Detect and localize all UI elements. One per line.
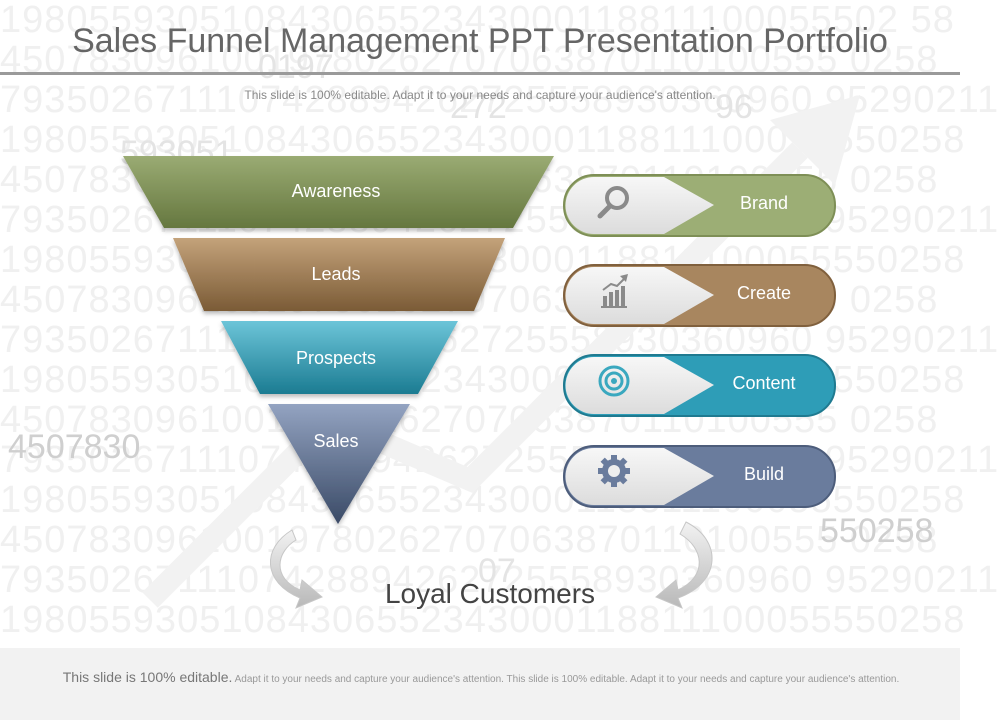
funnel-label-awareness: Awareness — [291, 181, 381, 201]
pill-content-text-area: Content — [566, 355, 834, 413]
loyal-customers-label: Loyal Customers — [384, 578, 596, 609]
background-number: 0197 — [258, 48, 334, 86]
funnel-label-leads: Leads — [311, 264, 361, 284]
slide-subtitle: This slide is 100% editable. Adapt it to… — [244, 88, 716, 102]
pill-build-text-area: Build — [566, 446, 834, 504]
slide-title: Sales Funnel Management PPT Presentation… — [72, 22, 888, 60]
magnifier-icon — [597, 186, 629, 219]
target-icon — [598, 365, 630, 397]
right-loop-arrow — [655, 521, 713, 609]
footer-bar: This slide is 100% editable. Adapt it to… — [0, 648, 960, 720]
left-loop-arrow — [269, 529, 323, 609]
title-divider — [0, 72, 960, 75]
funnel-label-prospects: Prospects — [295, 348, 377, 368]
pill-label-brand: Brand — [739, 193, 789, 213]
pill-brand-text-area: Brand — [566, 175, 834, 233]
pill-label-create: Create — [736, 283, 792, 303]
pill-label-build: Build — [743, 464, 785, 484]
funnel-segment-sales — [268, 404, 410, 524]
background-number: 07 — [478, 552, 516, 590]
bar-chart-growth-icon — [601, 274, 628, 308]
background-number: 550258 — [820, 512, 934, 550]
funnel-segment-awareness — [123, 156, 554, 228]
pill-label-content: Content — [732, 373, 796, 393]
pill-brand — [563, 174, 836, 237]
pill-create-text-area: Create — [566, 265, 834, 323]
background-number: 4507830 — [8, 428, 141, 466]
funnel-label-sales: Sales — [313, 431, 359, 451]
pill-create — [563, 264, 836, 327]
footer-text: This slide is 100% editable. Adapt it to… — [36, 670, 926, 687]
footer-body: Adapt it to your needs and capture your … — [234, 674, 900, 685]
gear-icon — [598, 455, 630, 487]
background-trend-arrowhead — [770, 95, 860, 185]
funnel-segment-prospects — [221, 321, 458, 394]
background-number: 96 — [715, 88, 753, 126]
funnel-segment-leads — [173, 238, 505, 311]
footer-lead: This slide is 100% editable. — [62, 669, 233, 685]
background-number: 272 — [450, 88, 507, 126]
funnel-diagram — [123, 95, 860, 609]
